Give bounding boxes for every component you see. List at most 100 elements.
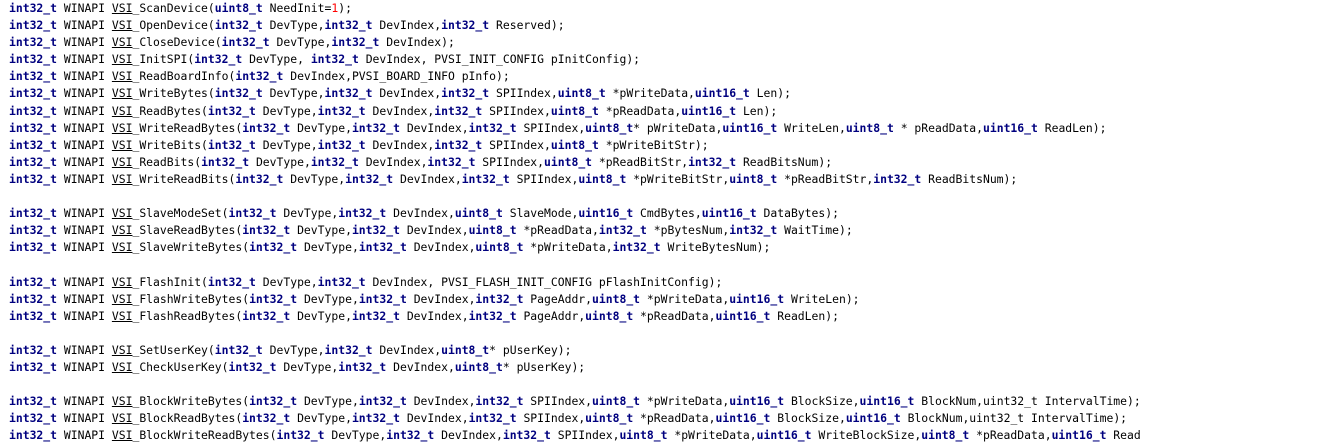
operator-token: , (317, 342, 325, 357)
reference-token: VSI (111, 52, 133, 67)
operator-token: , (331, 359, 339, 374)
keyword-token: uint8_t (585, 120, 634, 135)
identifier-token: _FlashWriteBytes (132, 291, 243, 306)
keyword-token: int32_t (427, 154, 476, 169)
identifier-token: DevIndex (413, 240, 469, 255)
operator-token: * (502, 359, 510, 374)
code-line: int32_t WINAPI VSI_ReadBits(int32_t DevT… (9, 154, 1329, 171)
identifier-token: _CloseDevice (132, 35, 215, 50)
identifier-token: WINAPI (63, 308, 106, 323)
identifier-token: uint32_t (983, 394, 1038, 409)
operator-token: , (427, 103, 435, 118)
identifier-token: SPIIndex (523, 411, 579, 426)
identifier-token: pReadData (646, 411, 709, 426)
identifier-token: DevIndex (393, 206, 448, 221)
operator-token: ( (207, 86, 215, 101)
keyword-token: int32_t (9, 223, 58, 238)
reference-token: VSI (111, 1, 133, 15)
identifier-token: _ScanDevice (132, 1, 208, 15)
keyword-token: int32_t (502, 428, 551, 443)
operator-token: * (489, 342, 496, 357)
number-token: 1 (331, 1, 339, 15)
identifier-token: DevType (269, 342, 318, 357)
reference-token: VSI (111, 394, 133, 409)
operator-token: , (338, 171, 346, 186)
identifier-token: _ReadBoardInfo (132, 69, 229, 84)
identifier-token: IntervalTime (1031, 411, 1114, 426)
operator-token: , (708, 308, 716, 323)
reference-token: VSI (111, 359, 133, 374)
operator-token: ( (235, 411, 243, 426)
operator-token: , (324, 35, 332, 50)
operator-token: ); (626, 52, 641, 67)
identifier-token: SPIIndex (496, 86, 551, 101)
keyword-token: uint16_t (729, 394, 785, 409)
operator-token: , (468, 240, 476, 255)
identifier-token: BlockSize (790, 394, 853, 409)
reference-token: VSI (111, 206, 133, 221)
identifier-token: DevType (303, 394, 352, 409)
keyword-token: int32_t (9, 137, 58, 152)
operator-token: , (852, 394, 860, 409)
operator-token: * (605, 103, 613, 118)
operator-token: , (317, 86, 325, 101)
operator-token: , (578, 411, 586, 426)
identifier-token: ReadLen (777, 308, 826, 323)
keyword-token: uint16_t (694, 86, 750, 101)
identifier-token: PVSI_BOARD_INFO (351, 69, 455, 84)
keyword-token: int32_t (873, 171, 922, 186)
operator-token: , (434, 342, 442, 357)
identifier-token: WINAPI (63, 35, 106, 50)
identifier-token: DevIndex (406, 120, 462, 135)
operator-token: ( (207, 18, 215, 33)
operator-token: ); (708, 274, 723, 289)
operator-token: , (310, 103, 318, 118)
identifier-token: DevIndex (406, 411, 462, 426)
identifier-token: pWriteData (619, 86, 689, 101)
operator-token: , (578, 120, 586, 135)
identifier-token: SPIIndex (489, 137, 545, 152)
code-line: int32_t WINAPI VSI_SlaveModeSet(int32_t … (9, 205, 1329, 222)
code-line: int32_t WINAPI VSI_BlockWriteReadBytes(i… (9, 427, 1329, 443)
reference-token: VSI (111, 308, 133, 323)
operator-token: , (331, 206, 339, 221)
identifier-token: pWriteData (653, 394, 723, 409)
identifier-token: pInfo (461, 69, 496, 84)
operator-token: * (640, 411, 647, 426)
code-line: int32_t WINAPI VSI_ReadBytes(int32_t Dev… (9, 103, 1329, 120)
identifier-token: _SetUserKey (132, 342, 208, 357)
identifier-token: WriteBlockSize (818, 428, 915, 443)
operator-token: , (461, 411, 469, 426)
identifier-token: _FlashInit (132, 274, 202, 289)
keyword-token: int32_t (317, 103, 366, 118)
reference-token: VSI (111, 411, 133, 426)
identifier-token: IntervalTime (1044, 394, 1128, 409)
code-line: int32_t WINAPI VSI_CheckUserKey(int32_t … (9, 359, 1329, 376)
operator-token: , (838, 411, 846, 426)
keyword-token: uint8_t (454, 206, 503, 221)
identifier-token: pReadData (982, 428, 1045, 443)
identifier-token: WINAPI (63, 18, 106, 33)
keyword-token: int32_t (9, 52, 58, 67)
operator-token: , (447, 206, 455, 221)
code-line: int32_t WINAPI VSI_FlashWriteBytes(int32… (9, 291, 1329, 308)
operator-token: , (454, 171, 462, 186)
keyword-token: int32_t (9, 171, 58, 186)
identifier-token: BlockNum (907, 411, 963, 426)
identifier-token: DevType (262, 274, 311, 289)
identifier-token: DevType (290, 171, 339, 186)
operator-token: , (351, 240, 359, 255)
operator-token: * (612, 86, 620, 101)
keyword-token: int32_t (9, 154, 58, 169)
keyword-token: uint16_t (715, 411, 771, 426)
keyword-token: int32_t (475, 291, 524, 306)
identifier-token: _SlaveReadBytes (132, 223, 236, 238)
identifier-token: DevIndex (372, 103, 428, 118)
operator-token: , (345, 411, 352, 426)
operator-token: , (571, 171, 579, 186)
identifier-token: WINAPI (63, 120, 106, 135)
keyword-token: int32_t (441, 18, 490, 33)
identifier-token: CmdBytes (640, 206, 695, 221)
